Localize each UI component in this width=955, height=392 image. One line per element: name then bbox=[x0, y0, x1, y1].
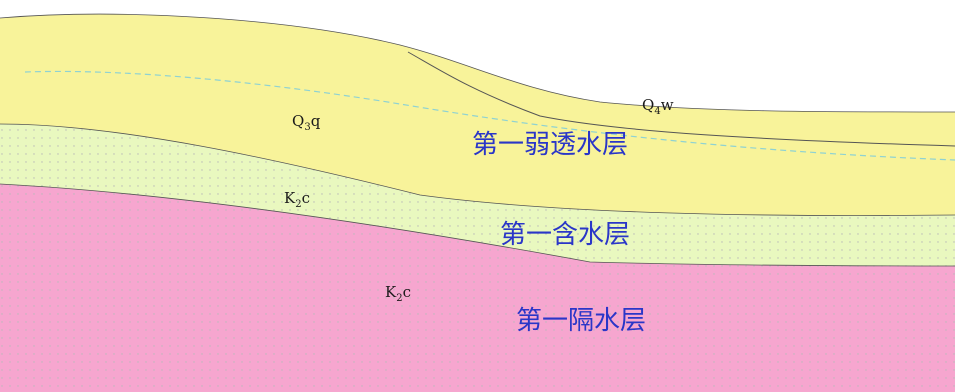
layer-name-weak-permeable: 第一弱透水层 bbox=[472, 130, 628, 160]
aquifer-dots bbox=[0, 124, 955, 266]
unit-label-k2c-aquifer: K2c bbox=[284, 189, 310, 210]
weak-permeable-layer bbox=[0, 14, 955, 216]
weak-aquifer-contact bbox=[0, 123, 955, 216]
layer-name-aquiclude: 第一隔水层 bbox=[516, 306, 646, 336]
unit-label-q4w: Q4w bbox=[642, 96, 674, 117]
aquifer-aquiclude-contact bbox=[0, 183, 955, 267]
aquiclude-dots bbox=[0, 184, 955, 392]
water-table-line bbox=[24, 70, 955, 161]
unit-label-k2c-aquiclude: K2c bbox=[385, 283, 411, 304]
layer-name-aquifer: 第一含水层 bbox=[500, 220, 630, 250]
top-surface-line bbox=[0, 13, 955, 113]
unit-label-q3q: Q3q bbox=[292, 112, 321, 133]
q4w-boundary-line bbox=[407, 51, 955, 147]
